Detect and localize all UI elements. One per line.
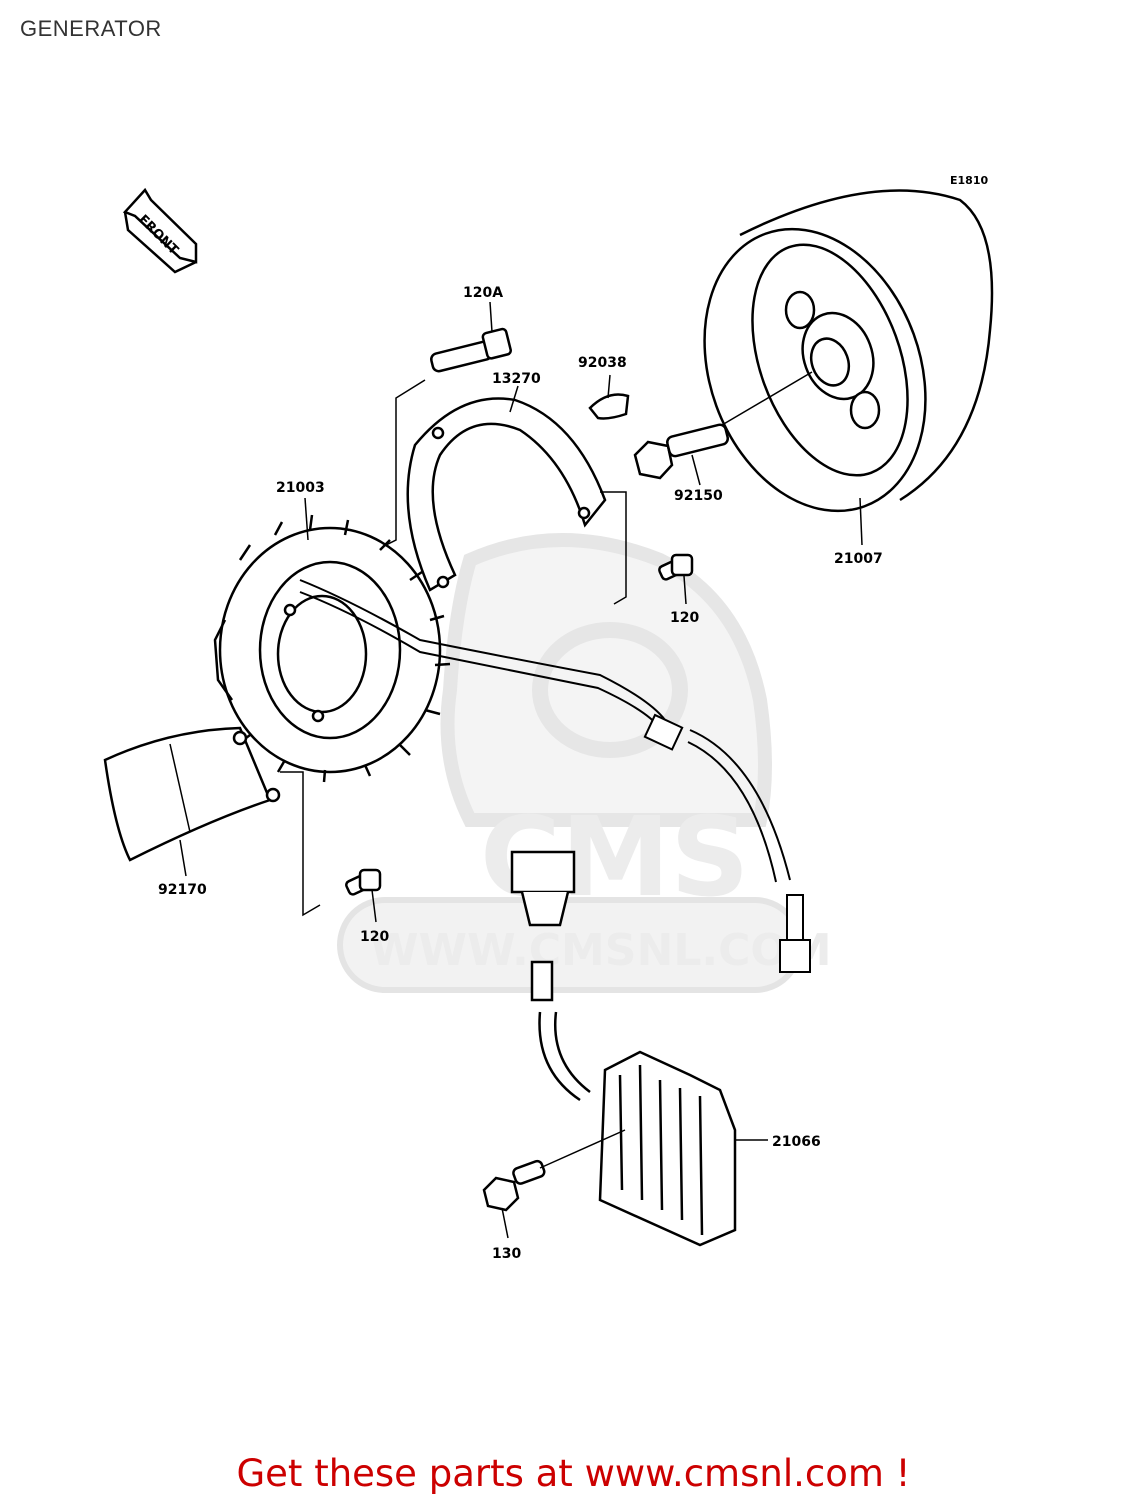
diagram-code: E1810 <box>950 174 988 187</box>
woodruff-key-92038 <box>588 393 630 420</box>
part-label[interactable]: 120 <box>670 610 699 626</box>
watermark-logo <box>440 533 772 827</box>
bolt-92150 <box>633 371 813 480</box>
part-label[interactable]: 92150 <box>674 488 723 504</box>
part-label[interactable]: 120A <box>463 285 503 301</box>
part-labels: 120A 13270 92038 92150 21003 21007 120 9… <box>158 285 883 1262</box>
bolt-120-lower <box>280 771 382 917</box>
bolt-120-upper <box>600 491 694 605</box>
stator-21003 <box>213 514 451 783</box>
front-arrow-icon: FRONT <box>122 187 198 274</box>
footer-cta[interactable]: Get these parts at www.cmsnl.com ! <box>0 1452 1147 1495</box>
part-label[interactable]: 92170 <box>158 882 207 898</box>
regulator-connector <box>510 850 591 1102</box>
part-label[interactable]: 120 <box>360 929 389 945</box>
rotor-21007 <box>703 189 994 513</box>
plate-13270 <box>406 397 607 592</box>
bolt-130 <box>482 1129 626 1212</box>
part-label[interactable]: 130 <box>492 1246 521 1262</box>
bolt-120a <box>379 327 512 549</box>
stator-harness <box>299 579 811 973</box>
part-label[interactable]: 21003 <box>276 480 325 496</box>
regulator-21066 <box>598 1050 737 1247</box>
watermark: CMS WWW.CMSNL.COM <box>337 533 832 993</box>
footer-link[interactable]: Get these parts at www.cmsnl.com ! <box>236 1452 911 1495</box>
cover-92170 <box>103 726 281 862</box>
part-label[interactable]: 21066 <box>772 1134 821 1150</box>
part-label[interactable]: 92038 <box>578 355 627 371</box>
watermark-url: WWW.CMSNL.COM <box>370 925 832 976</box>
leader-lines <box>179 301 863 1239</box>
part-label[interactable]: 13270 <box>492 371 541 387</box>
part-label[interactable]: 21007 <box>834 551 883 567</box>
page-title: GENERATOR <box>20 16 162 41</box>
